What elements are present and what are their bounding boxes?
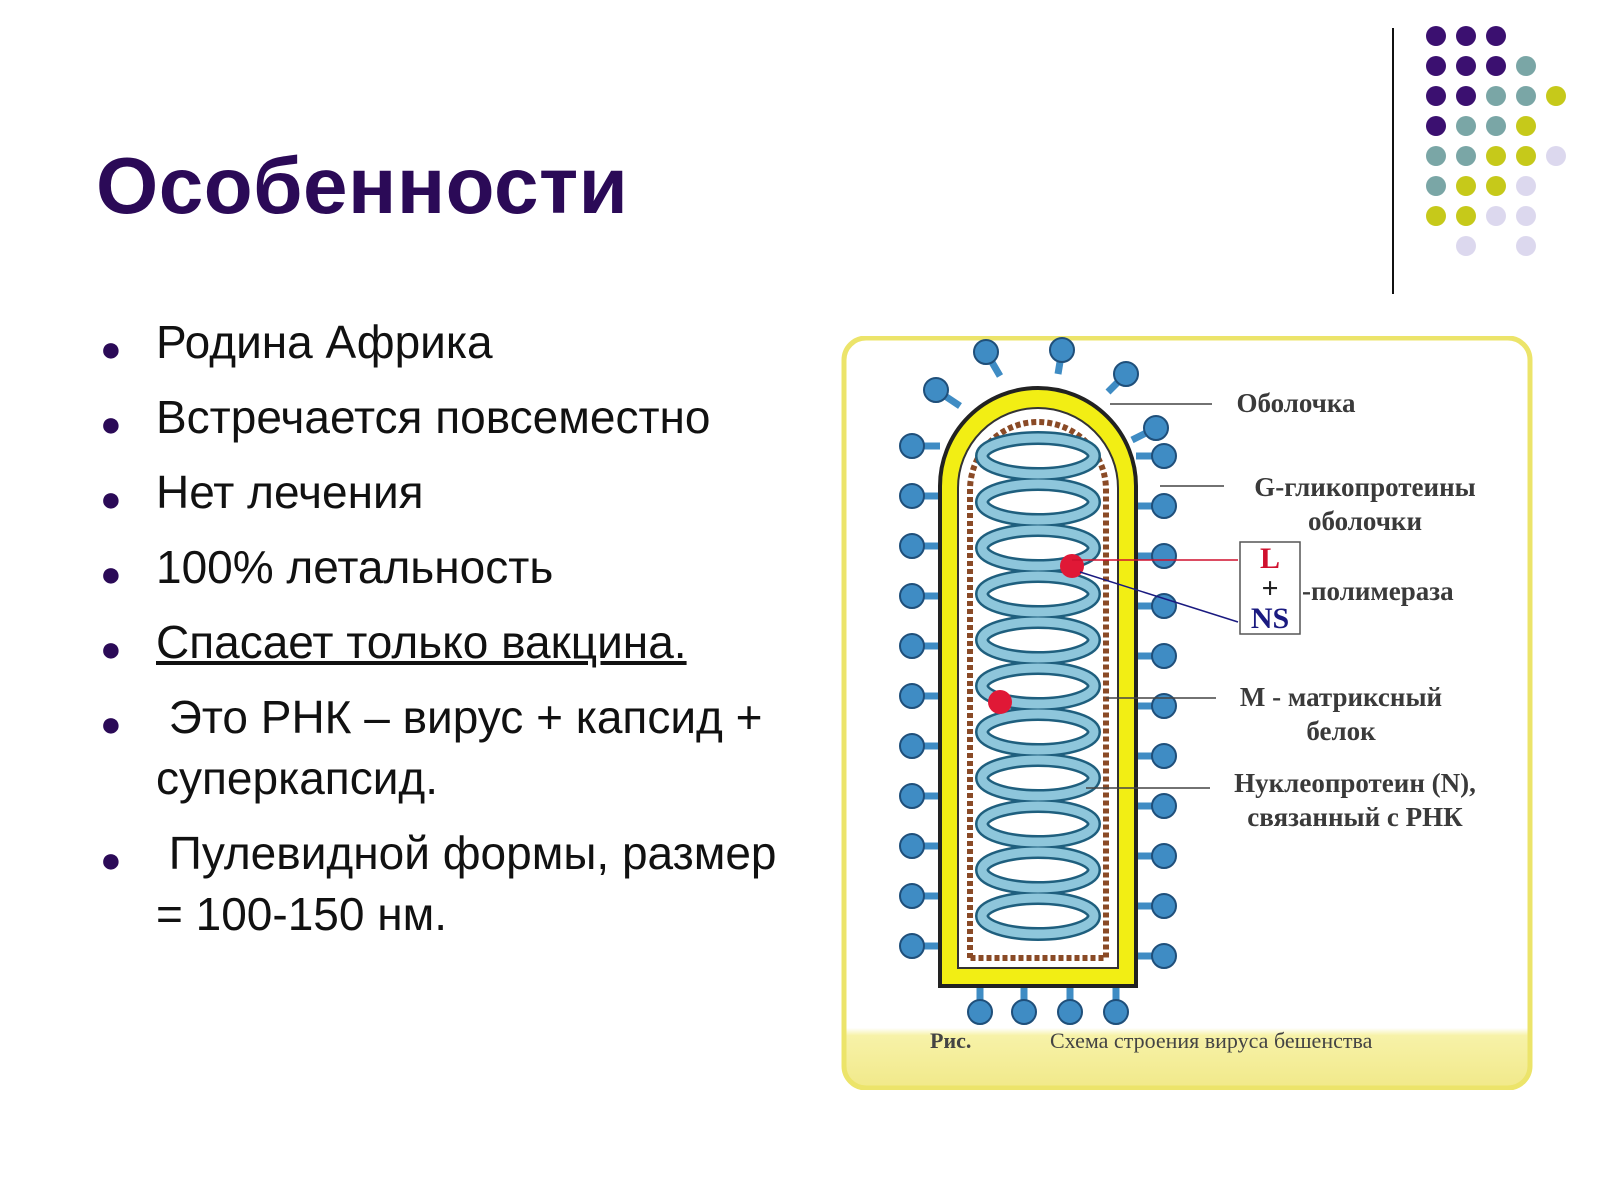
glycoprotein-spike-head — [1113, 361, 1139, 387]
helix-coil — [977, 525, 1099, 571]
polymerase-dot — [1060, 554, 1084, 578]
dot-row-5 — [1426, 146, 1566, 166]
bullet-text: Нет лечения — [156, 466, 424, 518]
nucleoprotein-helix-highlight — [977, 433, 1099, 939]
figure-caption: Схема строения вируса бешенства — [1050, 1028, 1373, 1053]
helix-coil — [977, 617, 1099, 663]
label-polymerase: -полимераза — [1302, 576, 1454, 606]
label-polymerase-plus: + — [1261, 572, 1279, 605]
helix-coil — [977, 479, 1099, 525]
label-glycoprotein-line2: оболочки — [1307, 506, 1423, 536]
glycoprotein-spike-head — [1151, 943, 1177, 969]
glycoprotein-spikes-left — [899, 337, 1169, 1025]
dot-row-8 — [1456, 236, 1536, 256]
glycoprotein-spike-head — [899, 433, 925, 459]
bullet-item: ● 100% летальность — [100, 537, 780, 598]
dot-row-6 — [1426, 176, 1536, 196]
glycoprotein-spike-head — [1151, 643, 1177, 669]
decorative-dot-grid — [1426, 26, 1566, 256]
glycoprotein-spike-head — [1151, 493, 1177, 519]
dot-row-4 — [1426, 116, 1536, 136]
helix-coil — [977, 847, 1099, 893]
glycoprotein-spike-head — [1151, 543, 1177, 569]
bullet-dot-icon: ● — [100, 703, 122, 744]
dot-row-1 — [1426, 26, 1506, 46]
bullet-dot-icon: ● — [100, 328, 122, 369]
glycoprotein-spike-head — [899, 483, 925, 509]
glycoprotein-spike-head — [899, 583, 925, 609]
bullet-text: Встречается повсеместно — [156, 391, 711, 443]
glycoprotein-spike-head — [899, 683, 925, 709]
bullet-dot-icon: ● — [100, 553, 122, 594]
title-divider-line — [1392, 28, 1394, 294]
label-envelope: Оболочка — [1236, 388, 1356, 418]
dot-row-2 — [1426, 56, 1536, 76]
helix-coil — [977, 571, 1099, 617]
glycoprotein-spike-head — [899, 883, 925, 909]
glycoprotein-spike-head — [899, 733, 925, 759]
glycoprotein-spike-head — [1103, 999, 1129, 1025]
label-matrix-line2: белок — [1306, 716, 1376, 746]
glycoprotein-spike-head — [1143, 415, 1169, 441]
slide-title: Особенности — [96, 141, 629, 230]
glycoprotein-spike-head — [1151, 443, 1177, 469]
helix-coil — [977, 709, 1099, 755]
glycoprotein-spike-head — [923, 377, 949, 403]
glycoprotein-spike-head — [1049, 337, 1075, 363]
bullet-item: ● Встречается повсеместно — [100, 387, 780, 448]
bullet-text: 100% летальность — [156, 541, 554, 593]
helix-coil — [977, 663, 1099, 709]
glycoprotein-spikes-right — [1136, 443, 1177, 969]
envelope-inner — [957, 407, 1119, 969]
glycoprotein-spike-head — [1151, 893, 1177, 919]
glycoprotein-spike-head — [1151, 843, 1177, 869]
glycoprotein-spike-head — [1151, 593, 1177, 619]
bullet-dot-icon: ● — [100, 403, 122, 444]
bullet-dot-icon: ● — [100, 839, 122, 880]
bullet-list: ●Родина Африка ●Встречается повсеместно … — [100, 312, 780, 959]
figure-caption-prefix: Рис. — [930, 1028, 972, 1053]
glycoprotein-spike-head — [1151, 693, 1177, 719]
bullet-item: ● Это РНК – вирус + капсид + суперкапсид… — [100, 687, 780, 809]
polymerase-box — [1239, 541, 1301, 635]
matrix-protein-layer — [967, 419, 1109, 961]
virus-structure-figure: Оболочка G-гликопротеины оболочки L + NS… — [840, 336, 1534, 1090]
helix-coil — [977, 893, 1099, 939]
bullet-text: Это РНК – вирус + капсид + суперкапсид. — [156, 691, 776, 804]
label-matrix-line1: M - матриксный — [1239, 682, 1443, 712]
bullet-item: ● Пулевидной формы, размер = 100-150 нм. — [100, 823, 780, 945]
label-nucleoprotein-line2: связанный с РНК — [1247, 802, 1463, 832]
bullet-text: Родина Африка — [156, 316, 493, 368]
glycoprotein-spike-head — [1151, 743, 1177, 769]
label-polymerase-l: L — [1259, 542, 1280, 575]
helix-coil — [977, 801, 1099, 847]
label-leader-lines — [1072, 403, 1239, 789]
glycoprotein-spike-head — [967, 999, 993, 1025]
bullet-item: ● Нет лечения — [100, 462, 780, 523]
glycoprotein-spike-head — [1057, 999, 1083, 1025]
helix-coil — [977, 755, 1099, 801]
bullet-dot-icon: ● — [100, 628, 122, 669]
virus-diagram — [841, 336, 1533, 1090]
glycoprotein-spike-head — [973, 339, 999, 365]
label-nucleoprotein-line1: Нуклеопротеин (N), — [1234, 768, 1476, 798]
glycoprotein-spike-head — [899, 533, 925, 559]
bullet-dot-icon: ● — [100, 478, 122, 519]
bullet-text: Пулевидной формы, размер = 100-150 нм. — [156, 827, 790, 940]
glycoprotein-spike-head — [899, 783, 925, 809]
dot-row-3 — [1426, 86, 1566, 106]
glycoprotein-spike-head — [1011, 999, 1037, 1025]
glycoprotein-spike-head — [1151, 793, 1177, 819]
helix-coil — [977, 433, 1099, 479]
bullet-item: ● Спасает только вакцина. — [100, 612, 780, 673]
bullet-text-underlined: Спасает только вакцина. — [156, 616, 687, 668]
label-glycoprotein-line1: G-гликопротеины — [1254, 472, 1476, 502]
glycoprotein-spike-head — [899, 933, 925, 959]
dot-row-7 — [1426, 206, 1536, 226]
bullet-item: ● Родина Африка — [100, 312, 780, 373]
label-polymerase-ns: NS — [1250, 602, 1290, 635]
polymerase-dot — [988, 690, 1012, 714]
glycoprotein-spike-head — [899, 833, 925, 859]
glycoprotein-spike-head — [899, 633, 925, 659]
